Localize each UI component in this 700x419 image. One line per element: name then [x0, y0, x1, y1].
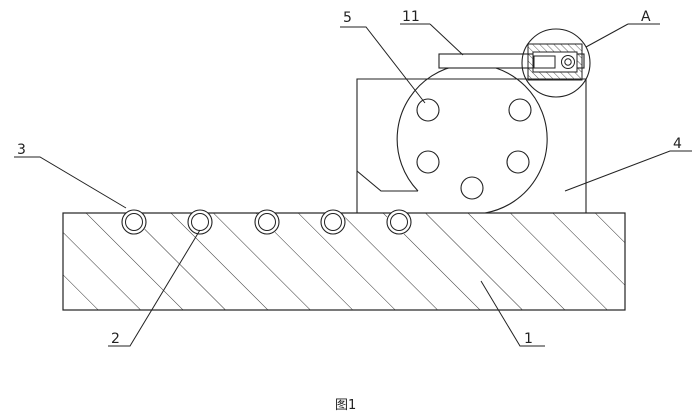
figure-caption: 图1	[335, 398, 356, 413]
label-roller: 2	[111, 331, 120, 347]
roller	[121, 209, 147, 235]
housing	[356, 78, 587, 213]
roller	[320, 209, 346, 235]
label-roller-sleeve: 3	[17, 142, 26, 158]
label-detail-a: A	[641, 9, 651, 25]
roller	[254, 209, 280, 235]
roller	[386, 209, 412, 235]
label-housing: 4	[673, 136, 682, 152]
roller-row	[121, 209, 412, 235]
label-base: 1	[524, 331, 533, 347]
label-rod: 11	[402, 9, 420, 25]
detail-a	[521, 28, 591, 98]
turntable	[396, 63, 548, 214]
leader-lines	[14, 23, 692, 347]
label-turntable: 5	[343, 10, 352, 26]
